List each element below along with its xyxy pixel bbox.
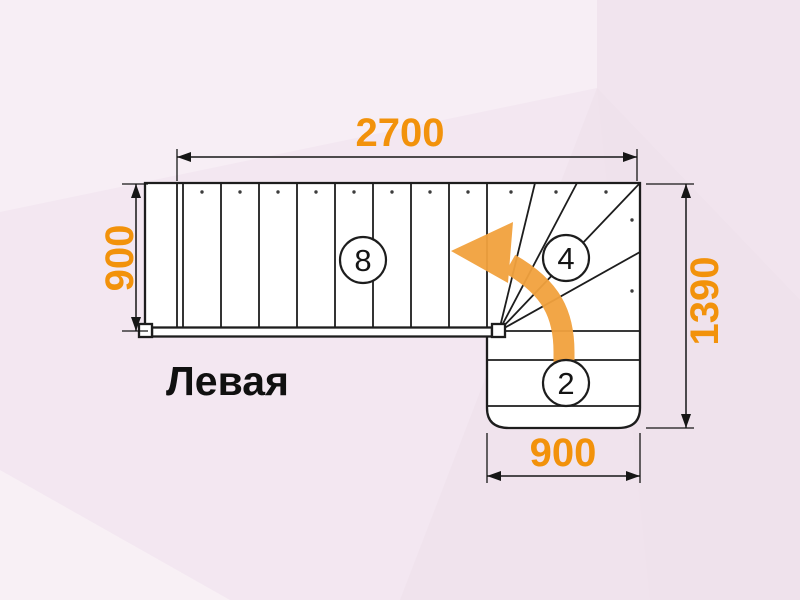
fastener-dot [604, 190, 608, 194]
dimension-bottom-value: 900 [530, 431, 597, 475]
dimension-right: 1390 [646, 183, 727, 429]
dimension-bottom: 900 [486, 431, 641, 483]
fastener-dot [466, 190, 470, 194]
fastener-dot [509, 190, 513, 194]
straight-flight-count: 8 [354, 243, 371, 278]
fastener-dot [554, 190, 558, 194]
badge-circle [541, 233, 591, 283]
dimension-right-value: 1390 [683, 257, 727, 346]
fastener-dot [630, 218, 634, 222]
lower-flight-count: 2 [557, 366, 574, 401]
step-count-badge-lower: 2 [541, 358, 591, 408]
fastener-dot [630, 289, 634, 293]
title-label: Левая [166, 358, 289, 404]
background-shape [0, 0, 597, 212]
step-count-badge-winder: 4 [541, 233, 591, 283]
fastener-dot [200, 190, 204, 194]
direction-arrow-head [451, 222, 513, 283]
dimension-left-value: 900 [98, 225, 142, 292]
fastener-dot [238, 190, 242, 194]
fastener-dot [276, 190, 280, 194]
step-count-badge-straight: 8 [338, 235, 388, 285]
dimension-top: 2700 [176, 111, 638, 181]
background-shape [0, 470, 230, 600]
stair-outline [143, 181, 642, 430]
fastener-dot [428, 190, 432, 194]
direction-arrow [451, 222, 575, 400]
fastener-dot [314, 190, 318, 194]
dimension-top-value: 2700 [356, 111, 445, 155]
dimension-left: 900 [98, 183, 148, 332]
handrail [137, 322, 507, 339]
badge-circle [541, 358, 591, 408]
handrail-bar [150, 326, 494, 338]
fastener-dots [200, 190, 634, 293]
winder-line [498, 251, 641, 332]
fastener-dot [390, 190, 394, 194]
newel-post [490, 322, 507, 339]
winder-line [498, 182, 578, 332]
direction-arrow-body [504, 254, 575, 400]
fastener-dot [352, 190, 356, 194]
badge-circle [338, 235, 388, 285]
winder-step-count: 4 [557, 241, 574, 276]
